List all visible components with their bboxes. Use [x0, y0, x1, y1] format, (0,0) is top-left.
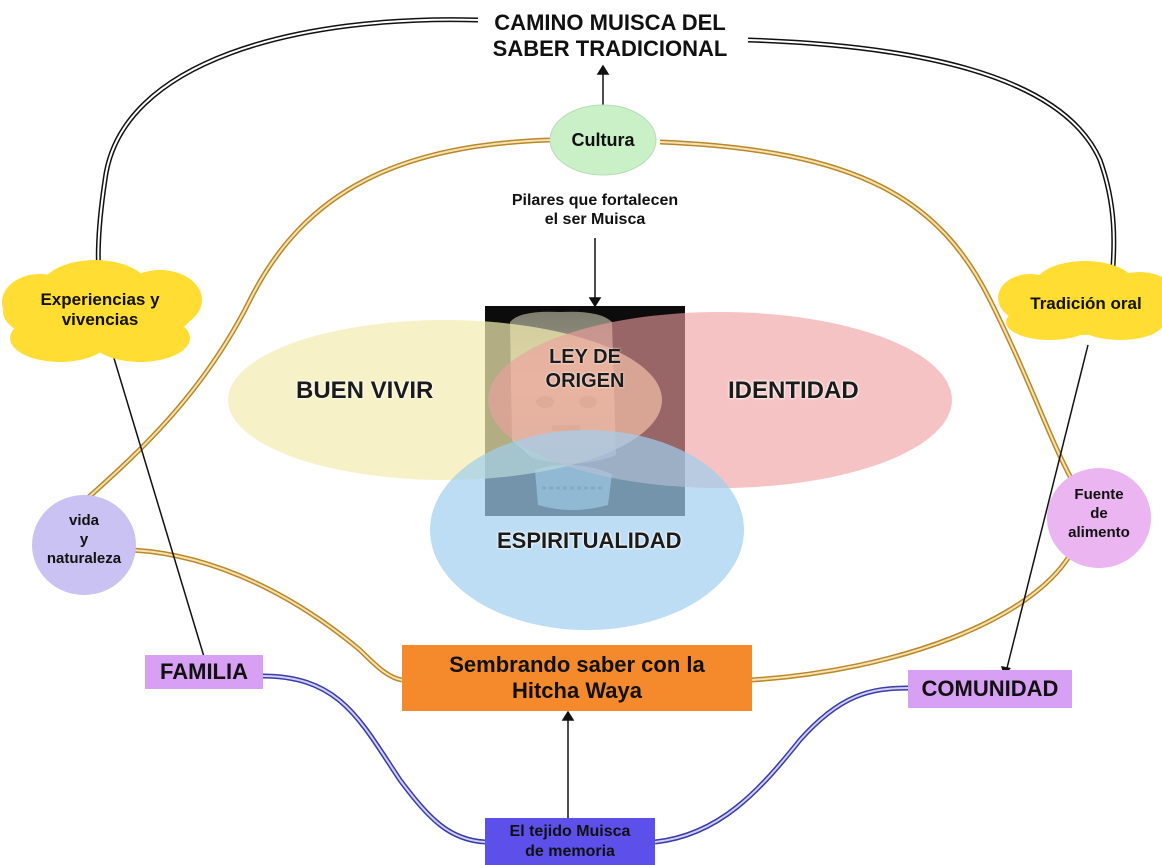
ley-line-2: ORIGEN — [545, 370, 625, 392]
venn-diagram — [228, 306, 952, 630]
diagram-title: CAMINO MUISCA DEL SABER TRADICIONAL — [470, 10, 750, 63]
vida-node-shape — [32, 495, 136, 595]
vida-line-2: y — [79, 530, 89, 548]
tejido-node: El tejido Muisca de memoria — [485, 818, 655, 865]
fuente-line-3: alimento — [1068, 523, 1130, 541]
fuente-line-1: Fuente — [1074, 486, 1124, 503]
vida-line-1: vida — [68, 512, 99, 529]
ley-line-1: LEY DE — [549, 346, 621, 368]
thin-connectors — [109, 344, 1089, 673]
vida-line-3: naturaleza — [46, 549, 122, 567]
cultura-node: Cultura — [550, 125, 656, 155]
blue-loop — [261, 673, 909, 845]
espiritualidad-label: ESPIRITUALIDAD — [497, 528, 682, 553]
pillars-note-line-2: el ser Muisca — [544, 211, 646, 229]
tejido-line-2: de memoria — [525, 842, 615, 860]
comunidad-label: COMUNIDAD — [921, 676, 1059, 701]
title-line-1: CAMINO MUISCA DEL — [494, 10, 726, 35]
experiencias-line-1: Experiencias y — [40, 290, 160, 309]
experiencias-cloud-shape — [2, 260, 202, 362]
pillars-note-line-1: Pilares que fortalecen — [511, 192, 679, 209]
vida-node: vida y naturaleza — [32, 512, 136, 568]
identidad-label: IDENTIDAD — [728, 377, 859, 404]
ley-de-origen-label: LEY DE ORIGEN — [515, 345, 655, 393]
cultura-node-shape — [549, 104, 657, 176]
fuente-node: Fuente de alimento — [1047, 486, 1151, 542]
outer-black-loop — [95, 17, 1117, 283]
tradicion-oral-label: Tradición oral — [1030, 294, 1142, 313]
gold-loop — [78, 137, 1075, 683]
fuente-line-2: de — [1090, 504, 1108, 522]
sembrando-node: Sembrando saber con la Hitcha Waya — [402, 645, 752, 711]
experiencias-node: Experiencias y vivencias — [15, 290, 185, 331]
buen-vivir-label: BUEN VIVIR — [296, 377, 434, 404]
sembrando-line-1: Sembrando saber con la — [449, 651, 705, 677]
tradicion-oral-node: Tradición oral — [1010, 294, 1162, 314]
title-line-2: SABER TRADICIONAL — [492, 36, 728, 62]
tejido-line-1: El tejido Muisca — [509, 823, 631, 841]
familia-node: FAMILIA — [145, 655, 263, 689]
sembrando-line-2: Hitcha Waya — [511, 678, 642, 703]
tradicion-cloud-shape — [998, 261, 1162, 340]
familia-label: FAMILIA — [160, 659, 248, 684]
pillars-note: Pilares que fortalecen el ser Muisca — [480, 191, 710, 229]
comunidad-node: COMUNIDAD — [908, 670, 1072, 708]
experiencias-line-2: vivencias — [61, 310, 139, 330]
fuente-node-shape — [1047, 468, 1151, 568]
cultura-label: Cultura — [571, 129, 635, 150]
